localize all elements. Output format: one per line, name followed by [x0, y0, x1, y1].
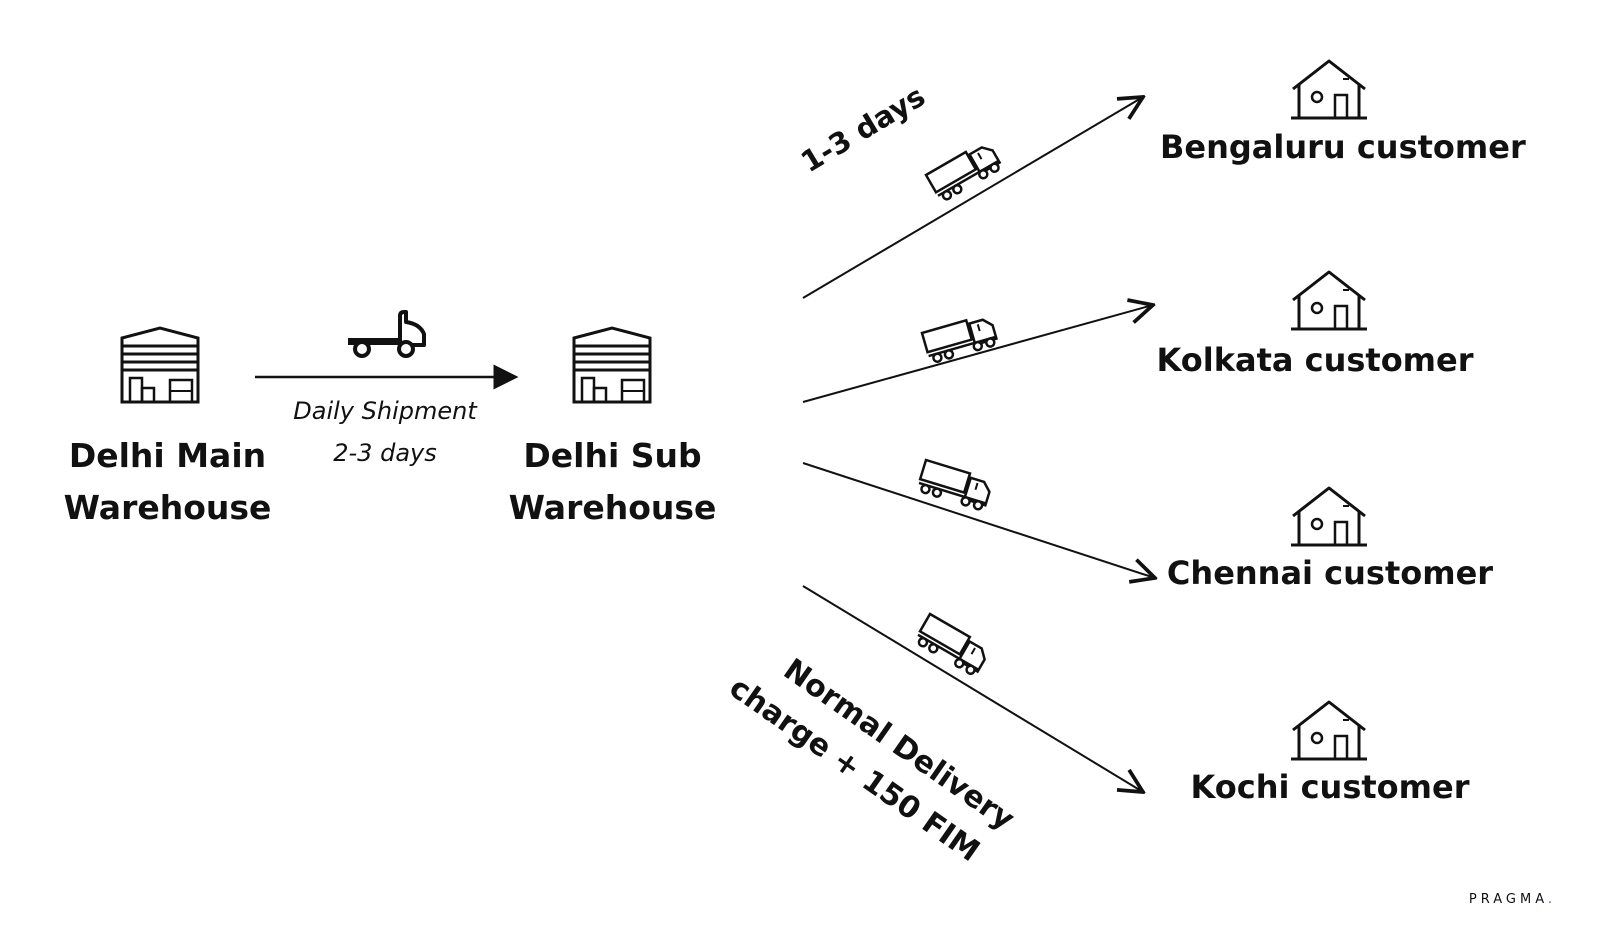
- customer-label-kolkata: Kolkata customer: [1156, 341, 1474, 379]
- customer-label-chennai: Chennai customer: [1166, 554, 1494, 592]
- house-icon: [1289, 700, 1369, 761]
- house-icon: [1289, 59, 1369, 120]
- shipment-line1: Daily Shipment: [293, 397, 477, 425]
- hub-line2: Warehouse: [508, 488, 717, 527]
- source-line2: Warehouse: [63, 488, 272, 527]
- semi-truck-icon: [924, 138, 1004, 204]
- route-arrow-chennai: [802, 462, 1155, 578]
- customer-label-kochi: Kochi customer: [1190, 768, 1470, 806]
- hub-warehouse-label: Delhi Sub Warehouse: [505, 430, 720, 534]
- shipment-label: Daily Shipment 2-3 days: [280, 397, 490, 467]
- brand-text: PRAGMA: [1468, 892, 1548, 907]
- semi-truck-icon: [920, 312, 1000, 366]
- semi-truck-icon: [912, 612, 992, 678]
- hub-line1: Delhi Sub: [523, 436, 702, 475]
- route-arrow-kolkata: [802, 305, 1153, 403]
- shipment-line2: 2-3 days: [333, 439, 437, 467]
- warehouse-icon: [572, 326, 652, 404]
- warehouse-icon: [120, 326, 200, 404]
- flatbed-truck-icon: [348, 310, 426, 358]
- source-warehouse-label: Delhi Main Warehouse: [60, 430, 275, 534]
- route-arrow-bengaluru: [802, 97, 1143, 299]
- customer-label-bengaluru: Bengaluru customer: [1160, 128, 1526, 166]
- source-line1: Delhi Main: [68, 436, 267, 475]
- brand-logo: PRAGMA.: [1468, 892, 1556, 907]
- route-arrow-kochi: [802, 585, 1143, 792]
- house-icon: [1289, 486, 1369, 547]
- house-icon: [1289, 270, 1369, 331]
